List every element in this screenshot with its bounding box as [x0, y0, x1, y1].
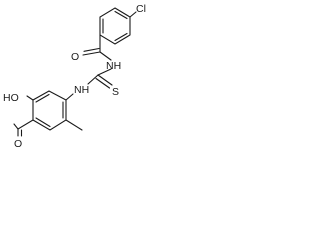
ring-inner-bond: [114, 10, 128, 20]
carbonyl-double-bond: [82, 51, 101, 56]
sulfur-label: S: [112, 86, 119, 98]
acid-carbon-bond: [17, 119, 34, 130]
ring-inner-bond: [114, 32, 128, 42]
carbonyl-oxygen-label: O: [71, 51, 79, 63]
ring-inner-bond: [35, 117, 51, 128]
bond-lines: [13, 7, 137, 137]
methyl-bond: [65, 119, 83, 131]
c-cl-bond: [129, 11, 137, 18]
thiocarbonyl-nh-bond: [87, 74, 99, 85]
nh-ring-bond: [65, 93, 74, 101]
chemical-structure-diagram: Cl O NH S NH HO O: [3, 3, 146, 150]
atom-labels: Cl O NH S NH HO O: [3, 3, 146, 150]
nh-thiocarbonyl-bond: [97, 68, 112, 76]
acid-oh-bond: [13, 123, 19, 130]
chlorophenyl-ring: [99, 7, 131, 45]
carbonyl-nh-bond: [99, 51, 112, 61]
acid-ho-bond: [26, 95, 34, 101]
toluic-acid-ring: [32, 90, 67, 131]
acid-oxygen-label: O: [14, 138, 22, 150]
acid-ho-label: HO: [3, 92, 19, 104]
structure-canvas: Cl O NH S NH HO O: [0, 0, 161, 157]
carbonyl-double-bond: [83, 47, 100, 52]
thiocarbonyl-double-bond: [97, 74, 113, 86]
amide-nh-label: NH: [106, 60, 121, 72]
thiourea-nh-label: NH: [74, 84, 89, 96]
chlorine-label: Cl: [136, 3, 146, 15]
thiocarbonyl-double-bond: [95, 77, 111, 89]
ring-inner-bond: [35, 93, 50, 103]
